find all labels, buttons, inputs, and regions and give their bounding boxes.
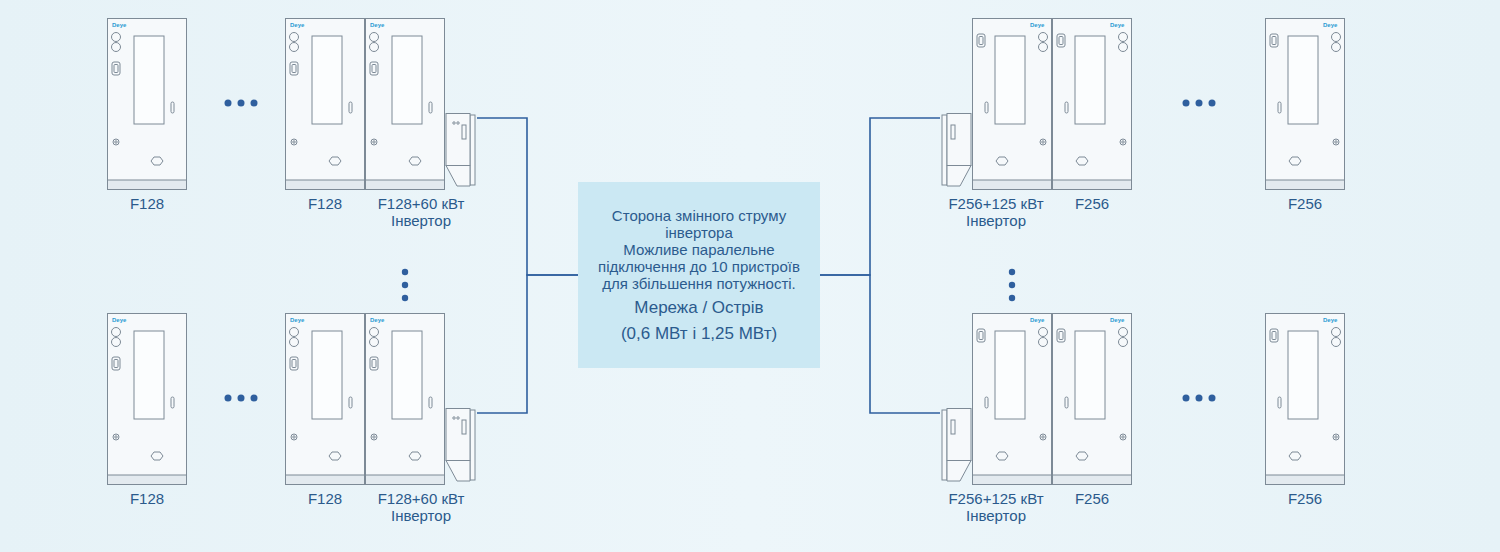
cabinet-graphic [973, 19, 1052, 190]
inverter-graphic [940, 408, 972, 483]
inverter-graphic [940, 113, 972, 188]
power-label: (0,6 МВт і 1,25 МВт) [621, 324, 777, 344]
battery-cabinet: DeyeF128 [107, 18, 187, 212]
connector-line [477, 275, 578, 413]
cabinet-graphic [1266, 19, 1345, 190]
brand-logo: Deye [290, 317, 304, 324]
model-label: F256 [1265, 490, 1345, 507]
cabinet-graphic [107, 313, 187, 485]
brand-logo: Deye [1323, 317, 1337, 324]
cabinet-graphic [285, 18, 365, 190]
model-label: F128+60 кВт Інвертор [365, 490, 477, 524]
brand-logo: Deye [1323, 22, 1337, 29]
power-label: Мережа / Острів [634, 298, 763, 318]
inverter-cabinet: DeyeF256+125 кВт Інвертор [940, 18, 1052, 229]
brand-logo: Deye [112, 22, 126, 29]
inverter-cabinet: DeyeF256+125 кВт Інвертор [940, 313, 1052, 524]
cabinet-graphic [973, 314, 1052, 485]
model-label: F256+125 кВт Інвертор [940, 490, 1052, 524]
brand-logo: Deye [370, 317, 384, 324]
inverter-graphic [446, 114, 475, 187]
description-text: Можливе паралельне підключення до 10 при… [590, 241, 808, 292]
brand-logo: Deye [370, 22, 384, 29]
cabinet-graphic [366, 314, 445, 485]
brand-logo: Deye [1110, 317, 1124, 324]
cabinet-graphic [365, 18, 445, 190]
cabinet-graphic [108, 19, 187, 190]
model-label: F128 [107, 490, 187, 507]
cabinet-graphic [366, 19, 445, 190]
inverter-graphic [446, 409, 475, 482]
cabinet-graphic [972, 313, 1052, 485]
model-label: F256 [1052, 490, 1132, 507]
cabinet-graphic [1266, 314, 1345, 485]
cabinet-graphic [285, 313, 365, 485]
brand-logo: Deye [1110, 22, 1124, 29]
cabinet-graphic [1265, 313, 1345, 485]
cabinet-graphic [1052, 18, 1132, 190]
brand-logo: Deye [290, 22, 304, 29]
battery-cabinet: DeyeF256 [1265, 18, 1345, 212]
brand-logo: Deye [112, 317, 126, 324]
battery-cabinet: DeyeF128 [285, 313, 365, 507]
inverter-graphic [942, 409, 971, 482]
battery-cabinet: DeyeF256 [1052, 18, 1132, 212]
model-label: F128 [107, 195, 187, 212]
inverter-cabinet: DeyeF128+60 кВт Інвертор [365, 18, 477, 229]
battery-cabinet: DeyeF256 [1052, 313, 1132, 507]
model-label: F256+125 кВт Інвертор [940, 195, 1052, 229]
cabinet-graphic [286, 314, 365, 485]
cabinet-graphic [286, 19, 365, 190]
connector-line [820, 275, 940, 413]
cabinet-graphic [1265, 18, 1345, 190]
brand-logo: Deye [1030, 317, 1044, 324]
cabinet-graphic [365, 313, 445, 485]
inverter-graphic [445, 113, 477, 188]
battery-cabinet: DeyeF128 [107, 313, 187, 507]
connector-line [820, 118, 940, 275]
model-label: F256 [1052, 195, 1132, 212]
cabinet-graphic [1052, 313, 1132, 485]
description-text: Сторона змінного струму інвертора [590, 207, 808, 241]
cabinet-graphic [108, 314, 187, 485]
cabinet-graphic [1053, 19, 1132, 190]
model-label: F256 [1265, 195, 1345, 212]
model-label: F128 [285, 195, 365, 212]
inverter-cabinet: DeyeF128+60 кВт Інвертор [365, 313, 477, 524]
info-box: Сторона змінного струму інвертораМожливе… [578, 182, 820, 368]
cabinet-graphic [1053, 314, 1132, 485]
cabinet-graphic [972, 18, 1052, 190]
model-label: F128 [285, 490, 365, 507]
battery-cabinet: DeyeF256 [1265, 313, 1345, 507]
inverter-graphic [942, 114, 971, 187]
battery-cabinet: DeyeF128 [285, 18, 365, 212]
inverter-graphic [445, 408, 477, 483]
model-label: F128+60 кВт Інвертор [365, 195, 477, 229]
cabinet-graphic [107, 18, 187, 190]
connector-line [477, 118, 578, 275]
brand-logo: Deye [1030, 22, 1044, 29]
